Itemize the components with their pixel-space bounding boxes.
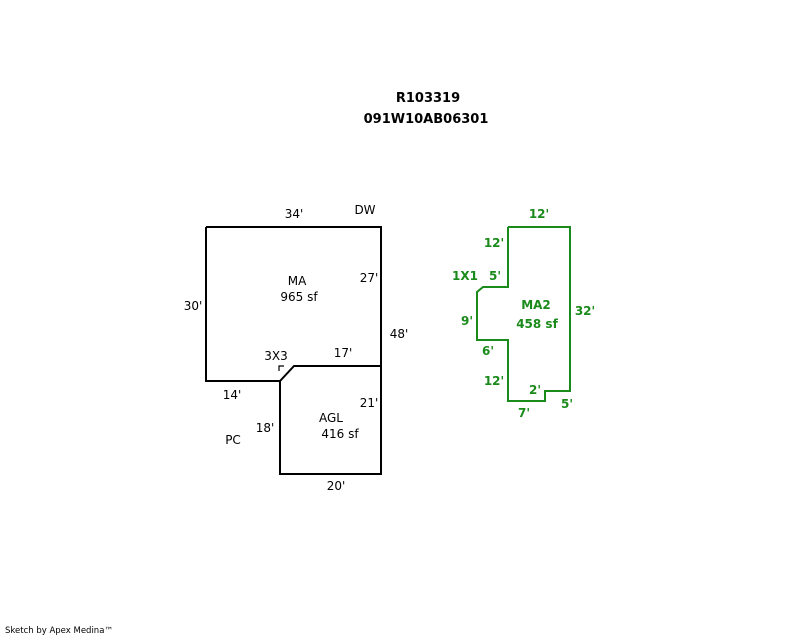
ma-name: MA: [288, 274, 307, 288]
ma2-outline: [476, 226, 571, 402]
dim-bottom-agl: 20': [327, 479, 346, 493]
parcel-id: R103319: [396, 91, 460, 106]
dim-left-ma: 30': [184, 299, 203, 313]
dim-right-total: 48': [390, 327, 409, 341]
sketch-credit: Sketch by Apex Medina™: [5, 626, 113, 636]
corner-marker: [278, 365, 284, 371]
label-dw: DW: [354, 203, 375, 217]
ma2-dim-step: 5': [489, 269, 501, 283]
dim-top-ma: 34': [285, 207, 304, 221]
agl-name: AGL: [319, 411, 343, 425]
corner-label: 3X3: [264, 349, 288, 363]
ma2-dim-notch-top: 2': [529, 383, 541, 397]
dim-inner-right: 27': [360, 271, 379, 285]
label-pc: PC: [225, 433, 241, 447]
ma2-notch-label: 1X1: [452, 269, 478, 283]
ma-area: 965 sf: [280, 290, 318, 304]
dim-agl-right: 21': [360, 396, 379, 410]
dim-bottom-left: 14': [223, 388, 242, 402]
ma2-dim-left-mid: 9': [461, 314, 473, 328]
ma-outline: [205, 226, 382, 382]
ma2-dim-right: 32': [575, 304, 595, 318]
dim-agl-left: 18': [256, 421, 275, 435]
ma2-dim-step-bottom: 6': [482, 344, 494, 358]
agl-area: 416 sf: [321, 427, 359, 441]
ma2-dim-left-bottom: 12': [484, 374, 504, 388]
ma2-dim-left-top: 12': [484, 236, 504, 250]
ma2-name: MA2: [521, 298, 551, 312]
ma2-dim-bottom: 7': [518, 406, 530, 420]
ma2-area: 458 sf: [516, 317, 558, 331]
map-number: 091W10AB06301: [364, 112, 489, 127]
ma2-dim-notch-right: 5': [561, 397, 573, 411]
ma2-dim-top: 12': [529, 207, 549, 221]
agl-outline: [279, 366, 382, 475]
dim-mid: 17': [334, 346, 353, 360]
